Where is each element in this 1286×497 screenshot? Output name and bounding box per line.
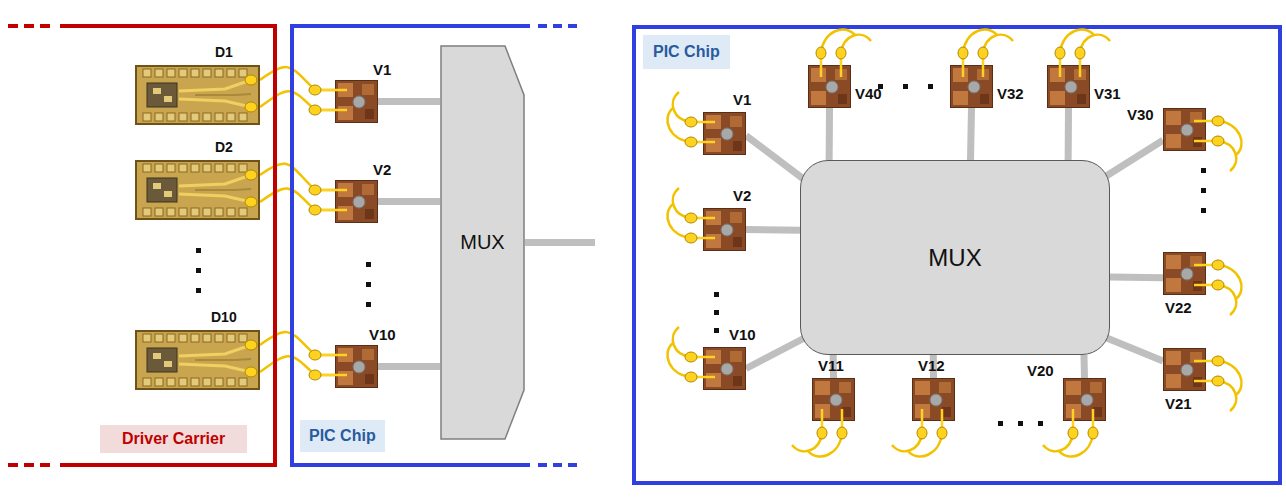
bond-wire xyxy=(260,67,335,110)
mux-label: MUX xyxy=(928,244,981,272)
waveguide xyxy=(378,101,440,102)
modulator-chip: V32 xyxy=(950,65,993,108)
modulator-chip: V30 xyxy=(1163,108,1206,151)
region-label: PIC Chip xyxy=(643,35,730,69)
multiplexer: MUX xyxy=(440,45,525,440)
driver-chip: D2 xyxy=(135,160,260,220)
chip-label: V11 xyxy=(818,357,844,374)
chip-label: V31 xyxy=(1094,85,1121,102)
modulator-chip-image xyxy=(703,208,746,251)
chip-label: V10 xyxy=(369,326,396,343)
chip-label: V1 xyxy=(733,91,751,108)
pic-chip-region: PIC Chip V1V2V10 MUX xyxy=(290,24,530,467)
modulator-chip: V1 xyxy=(335,80,378,123)
modulator-chip: V2 xyxy=(335,180,378,223)
chip-label: V2 xyxy=(373,161,391,178)
modulator-chip-image xyxy=(703,347,746,390)
modulator-chip: V21 xyxy=(1163,348,1206,391)
modulator-chip: V31 xyxy=(1047,65,1090,108)
waveguide xyxy=(1101,336,1163,361)
modulator-chip-image xyxy=(335,180,378,223)
chip-label: D10 xyxy=(211,309,237,325)
bond-wire xyxy=(260,332,335,375)
mux-label: MUX xyxy=(460,231,504,254)
chip-label: V30 xyxy=(1127,106,1154,123)
chip-label: V20 xyxy=(1027,362,1054,379)
chip-label: D1 xyxy=(215,44,233,60)
modulator-chip: V2 xyxy=(703,208,746,251)
waveguide xyxy=(378,201,440,202)
modulator-chip: V11 xyxy=(812,378,855,421)
modulator-chip: V12 xyxy=(912,378,955,421)
modulator-chip-image xyxy=(808,65,851,108)
driver-chip-image xyxy=(135,65,260,125)
waveguide xyxy=(1068,108,1069,160)
modulator-chip: V10 xyxy=(335,345,378,388)
modulator-chip: V22 xyxy=(1163,252,1206,295)
waveguide xyxy=(829,108,830,160)
modulator-chip-image xyxy=(912,378,955,421)
modulator-chip: V40 xyxy=(808,65,851,108)
chip-label: V22 xyxy=(1165,299,1192,316)
modulator-chip-image xyxy=(1047,65,1090,108)
modulator-chip-image xyxy=(703,112,746,155)
output-waveguide xyxy=(525,239,595,246)
driver-chip: D10 xyxy=(135,330,260,390)
driver-chip: D1 xyxy=(135,65,260,125)
waveguide xyxy=(378,366,440,367)
modulator-chip-image xyxy=(1163,252,1206,295)
modulator-chip-image xyxy=(1163,348,1206,391)
continuation-dashes xyxy=(8,24,50,467)
chip-label: V12 xyxy=(918,357,945,374)
chip-label: V1 xyxy=(373,61,391,78)
pic-chip-region: PIC ChipMUXV1V2V10V11V12V20V21V22V30V31V… xyxy=(632,25,1282,485)
modulator-chip: V20 xyxy=(1063,378,1106,421)
waveguide xyxy=(1101,140,1163,179)
modulator-chip-image xyxy=(335,345,378,388)
ellipsis-dots xyxy=(196,84,1206,426)
waveguide xyxy=(746,136,809,184)
chip-label: V21 xyxy=(1165,395,1192,412)
driver-chip-image xyxy=(135,330,260,390)
waveguide xyxy=(746,229,800,231)
chip-label: V2 xyxy=(733,187,751,204)
region-label: PIC Chip xyxy=(300,420,385,452)
waveguide xyxy=(1110,277,1163,279)
modulator-chip-image xyxy=(1063,378,1106,421)
region-label: Driver Carrier xyxy=(100,425,247,453)
multiplexer: MUX xyxy=(800,160,1110,355)
bond-wire xyxy=(260,164,335,210)
waveguide xyxy=(971,108,972,160)
driver-carrier-region: Driver Carrier D1D2D10 xyxy=(60,24,277,467)
driver-chip-image xyxy=(135,160,260,220)
modulator-chip-image xyxy=(950,65,993,108)
waveguide xyxy=(1083,355,1085,378)
chip-label: D2 xyxy=(215,139,233,155)
modulator-chip: V10 xyxy=(703,347,746,390)
modulator-chip-image xyxy=(1163,108,1206,151)
chip-label: V32 xyxy=(997,85,1024,102)
modulator-chip-image xyxy=(812,378,855,421)
modulator-chip: V1 xyxy=(703,112,746,155)
chip-label: V10 xyxy=(729,326,756,343)
modulator-chip-image xyxy=(335,80,378,123)
chip-label: V40 xyxy=(855,85,882,102)
